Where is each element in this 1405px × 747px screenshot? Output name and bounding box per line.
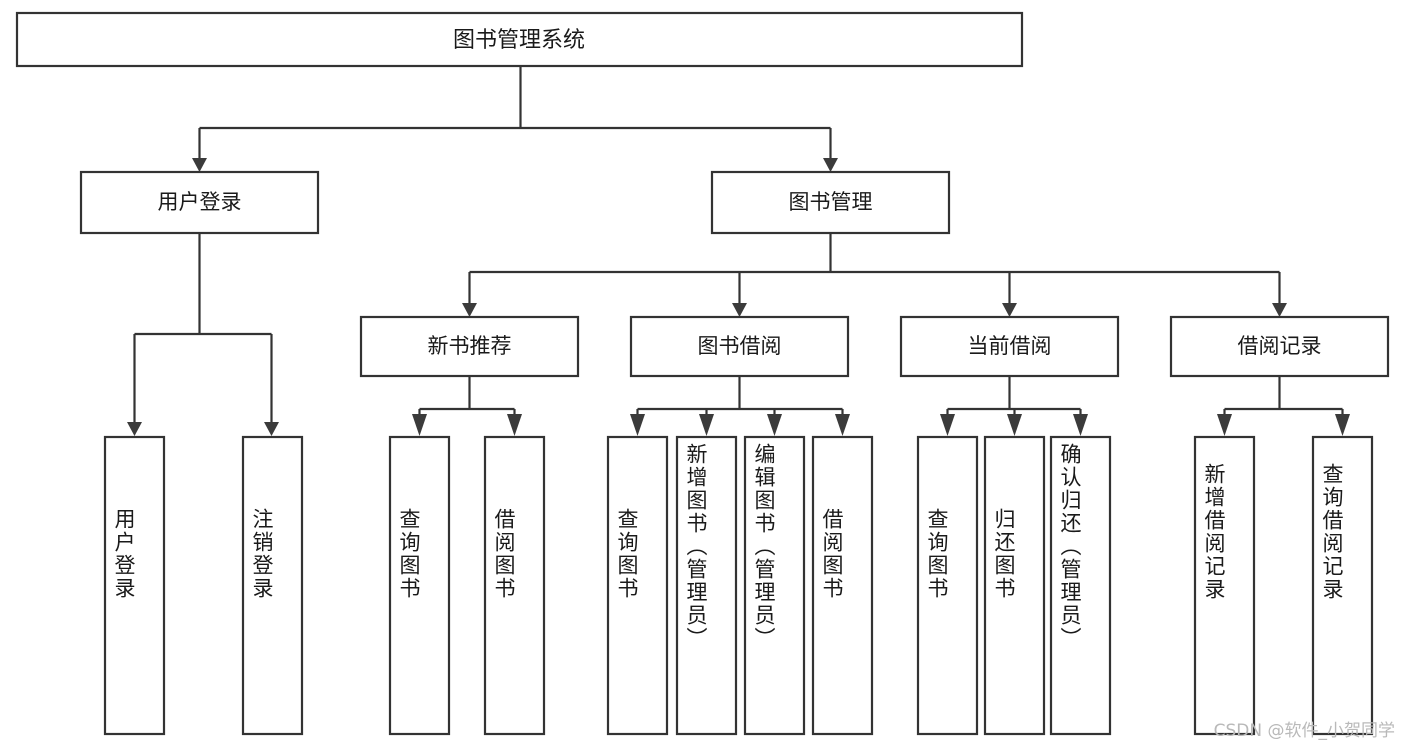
node-borrow-record-label: 借阅记录: [1238, 334, 1322, 358]
leaf-box-borrow-book-newbook[interactable]: [483, 435, 546, 736]
leaf-box-query-book-newbook[interactable]: [388, 435, 451, 736]
node-book-borrow[interactable]: [629, 315, 850, 378]
node-borrow-record[interactable]: [1169, 315, 1390, 378]
node-book-management-label: 图书管理: [789, 190, 873, 214]
leaf-box-logout-login[interactable]: [241, 435, 304, 736]
leaf-box-query-borrow-record[interactable]: [1311, 435, 1374, 736]
connector-borrowrecord-to-leaves: [1217, 376, 1350, 436]
node-root-label: 图书管理系统: [453, 28, 585, 53]
leaf-box-query-book-current[interactable]: [916, 435, 979, 736]
leaf-box-edit-book-admin[interactable]: [743, 435, 806, 736]
leaf-box-return-book[interactable]: [983, 435, 1046, 736]
connector-root-to-level2: [192, 66, 838, 172]
leaf-box-query-book-borrow[interactable]: [606, 435, 669, 736]
leaf-box-confirm-return-admin[interactable]: [1049, 435, 1112, 736]
connector-userlogin-to-leaves: [127, 233, 279, 436]
node-book-borrow-label: 图书借阅: [698, 334, 782, 358]
node-current-borrow[interactable]: [899, 315, 1120, 378]
connector-bookmgmt-to-level3: [462, 233, 1287, 317]
node-new-book-recommend-label: 新书推荐: [428, 334, 512, 358]
node-user-login-label: 用户登录: [158, 190, 242, 214]
connector-bookborrow-to-leaves: [630, 376, 850, 436]
node-book-management[interactable]: [710, 170, 951, 235]
leaf-box-add-borrow-record[interactable]: [1193, 435, 1256, 736]
leaf-box-borrow-book[interactable]: [811, 435, 874, 736]
node-user-login[interactable]: [79, 170, 320, 235]
leaf-box-add-book-admin[interactable]: [675, 435, 738, 736]
watermark-text: CSDN @软件_小贺同学: [1213, 721, 1395, 741]
node-current-borrow-label: 当前借阅: [968, 334, 1052, 358]
connector-currentborrow-to-leaves: [940, 376, 1088, 436]
leaf-box-user-login[interactable]: [103, 435, 166, 736]
connector-newbook-to-leaves: [412, 376, 522, 436]
node-root-book-management-system[interactable]: [15, 11, 1024, 68]
node-new-book-recommend[interactable]: [359, 315, 580, 378]
